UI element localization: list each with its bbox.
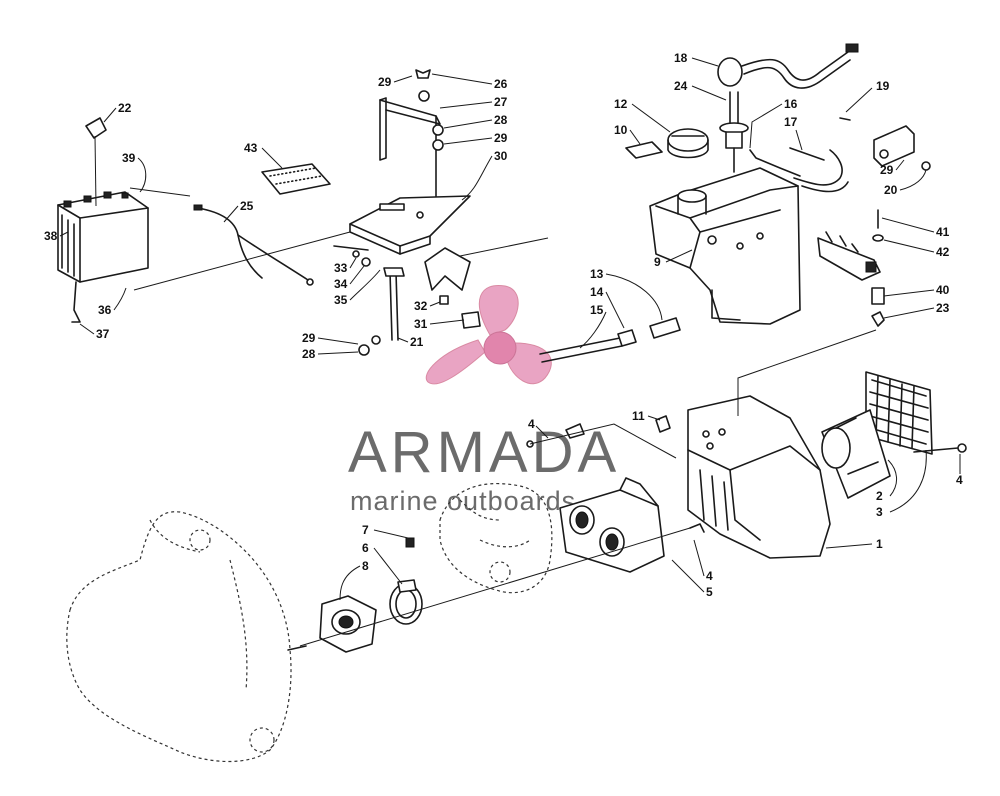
- callout-22: 22: [118, 101, 132, 115]
- callout-36: 36: [98, 303, 112, 317]
- callout-10: 10: [614, 123, 628, 137]
- callout-31: 31: [414, 317, 428, 331]
- wing-nut: [415, 69, 444, 151]
- callout-17: 17: [784, 115, 798, 129]
- callout-42: 42: [936, 245, 950, 259]
- drain-tube: [539, 317, 681, 363]
- callout-29-fitting: 29: [880, 163, 894, 177]
- callout-34: 34: [334, 277, 348, 291]
- assembly-axis-line: [299, 527, 691, 647]
- callout-26: 26: [494, 77, 508, 91]
- callout-1: 1: [876, 537, 883, 551]
- oil-pump-fitting: [839, 117, 931, 171]
- battery-vent-cap: [85, 117, 107, 207]
- callout-18: 18: [674, 51, 688, 65]
- callout-20: 20: [884, 183, 898, 197]
- intake-adapter: [559, 477, 705, 573]
- callout-19: 19: [876, 79, 890, 93]
- callout-13: 13: [590, 267, 604, 281]
- clip-to-silencer-line: [529, 423, 677, 459]
- callout-15: 15: [590, 303, 604, 317]
- callout-14: 14: [590, 285, 604, 299]
- callout-33: 33: [334, 261, 348, 275]
- callout-21: 21: [410, 335, 424, 349]
- battery: [57, 191, 149, 323]
- callout-37: 37: [96, 327, 110, 341]
- callout-6: 6: [362, 541, 369, 555]
- callout-24: 24: [674, 79, 688, 93]
- intake-screen: [865, 371, 933, 455]
- engine-outline: [66, 511, 307, 763]
- rectifier: [817, 209, 885, 327]
- intake-flange: [319, 595, 377, 653]
- callout-4-screw: 4: [956, 473, 963, 487]
- oil-tank: [649, 167, 801, 325]
- callout-28-top: 28: [494, 113, 508, 127]
- watermark-tagline: marine outboards: [350, 486, 576, 516]
- callout-4-adapter: 4: [706, 569, 713, 583]
- callout-16: 16: [784, 97, 798, 111]
- callout-28-bottom: 28: [302, 347, 316, 361]
- callout-25: 25: [240, 199, 254, 213]
- callout-29-nut: 29: [378, 75, 392, 89]
- callout-38: 38: [44, 229, 58, 243]
- level-sensor: [719, 91, 749, 173]
- silencer-to-rectifier-line: [737, 329, 877, 416]
- decal: [625, 141, 663, 159]
- filler-cap: [667, 128, 709, 159]
- callout-43: 43: [244, 141, 258, 155]
- armada-propeller-logo: [425, 284, 552, 385]
- hose-clamp: [389, 537, 423, 625]
- callout-labels: 1 2 3 4 4 4 5 6 7 8 9 10 11 12 13 14 15 …: [44, 51, 963, 601]
- carburetor-outline: [439, 483, 553, 594]
- callout-2: 2: [876, 489, 883, 503]
- callout-4-clip: 4: [528, 417, 535, 431]
- callout-39: 39: [122, 151, 136, 165]
- support-bracket: [424, 247, 471, 291]
- callout-35: 35: [334, 293, 348, 307]
- callout-12: 12: [614, 97, 628, 111]
- callout-9: 9: [654, 255, 661, 269]
- intake-silencer-tube: [821, 409, 891, 499]
- callout-11: 11: [632, 409, 645, 423]
- callout-32: 32: [414, 299, 428, 313]
- battery-to-tray-line: [133, 231, 351, 291]
- callout-8: 8: [362, 559, 369, 573]
- callout-41: 41: [936, 225, 950, 239]
- callout-23: 23: [936, 301, 950, 315]
- callout-29-rod: 29: [302, 331, 316, 345]
- rubber-pad: [261, 163, 331, 195]
- tray-to-oil-line: [459, 237, 549, 257]
- callout-27: 27: [494, 95, 508, 109]
- callout-29-strap: 29: [494, 131, 508, 145]
- screw: [913, 443, 967, 453]
- air-silencer: [687, 395, 831, 559]
- callout-7: 7: [362, 523, 369, 537]
- callout-3: 3: [876, 505, 883, 519]
- callout-5: 5: [706, 585, 713, 599]
- battery-tray: [349, 195, 471, 255]
- hold-down-rod: [333, 245, 481, 356]
- sensor-harness: [717, 43, 859, 89]
- battery-to-cable-line: [129, 187, 191, 197]
- battery-strap: [379, 97, 441, 201]
- oil-line: [749, 147, 849, 193]
- callout-30: 30: [494, 149, 508, 163]
- battery-cable: [193, 204, 314, 286]
- callout-40: 40: [936, 283, 950, 297]
